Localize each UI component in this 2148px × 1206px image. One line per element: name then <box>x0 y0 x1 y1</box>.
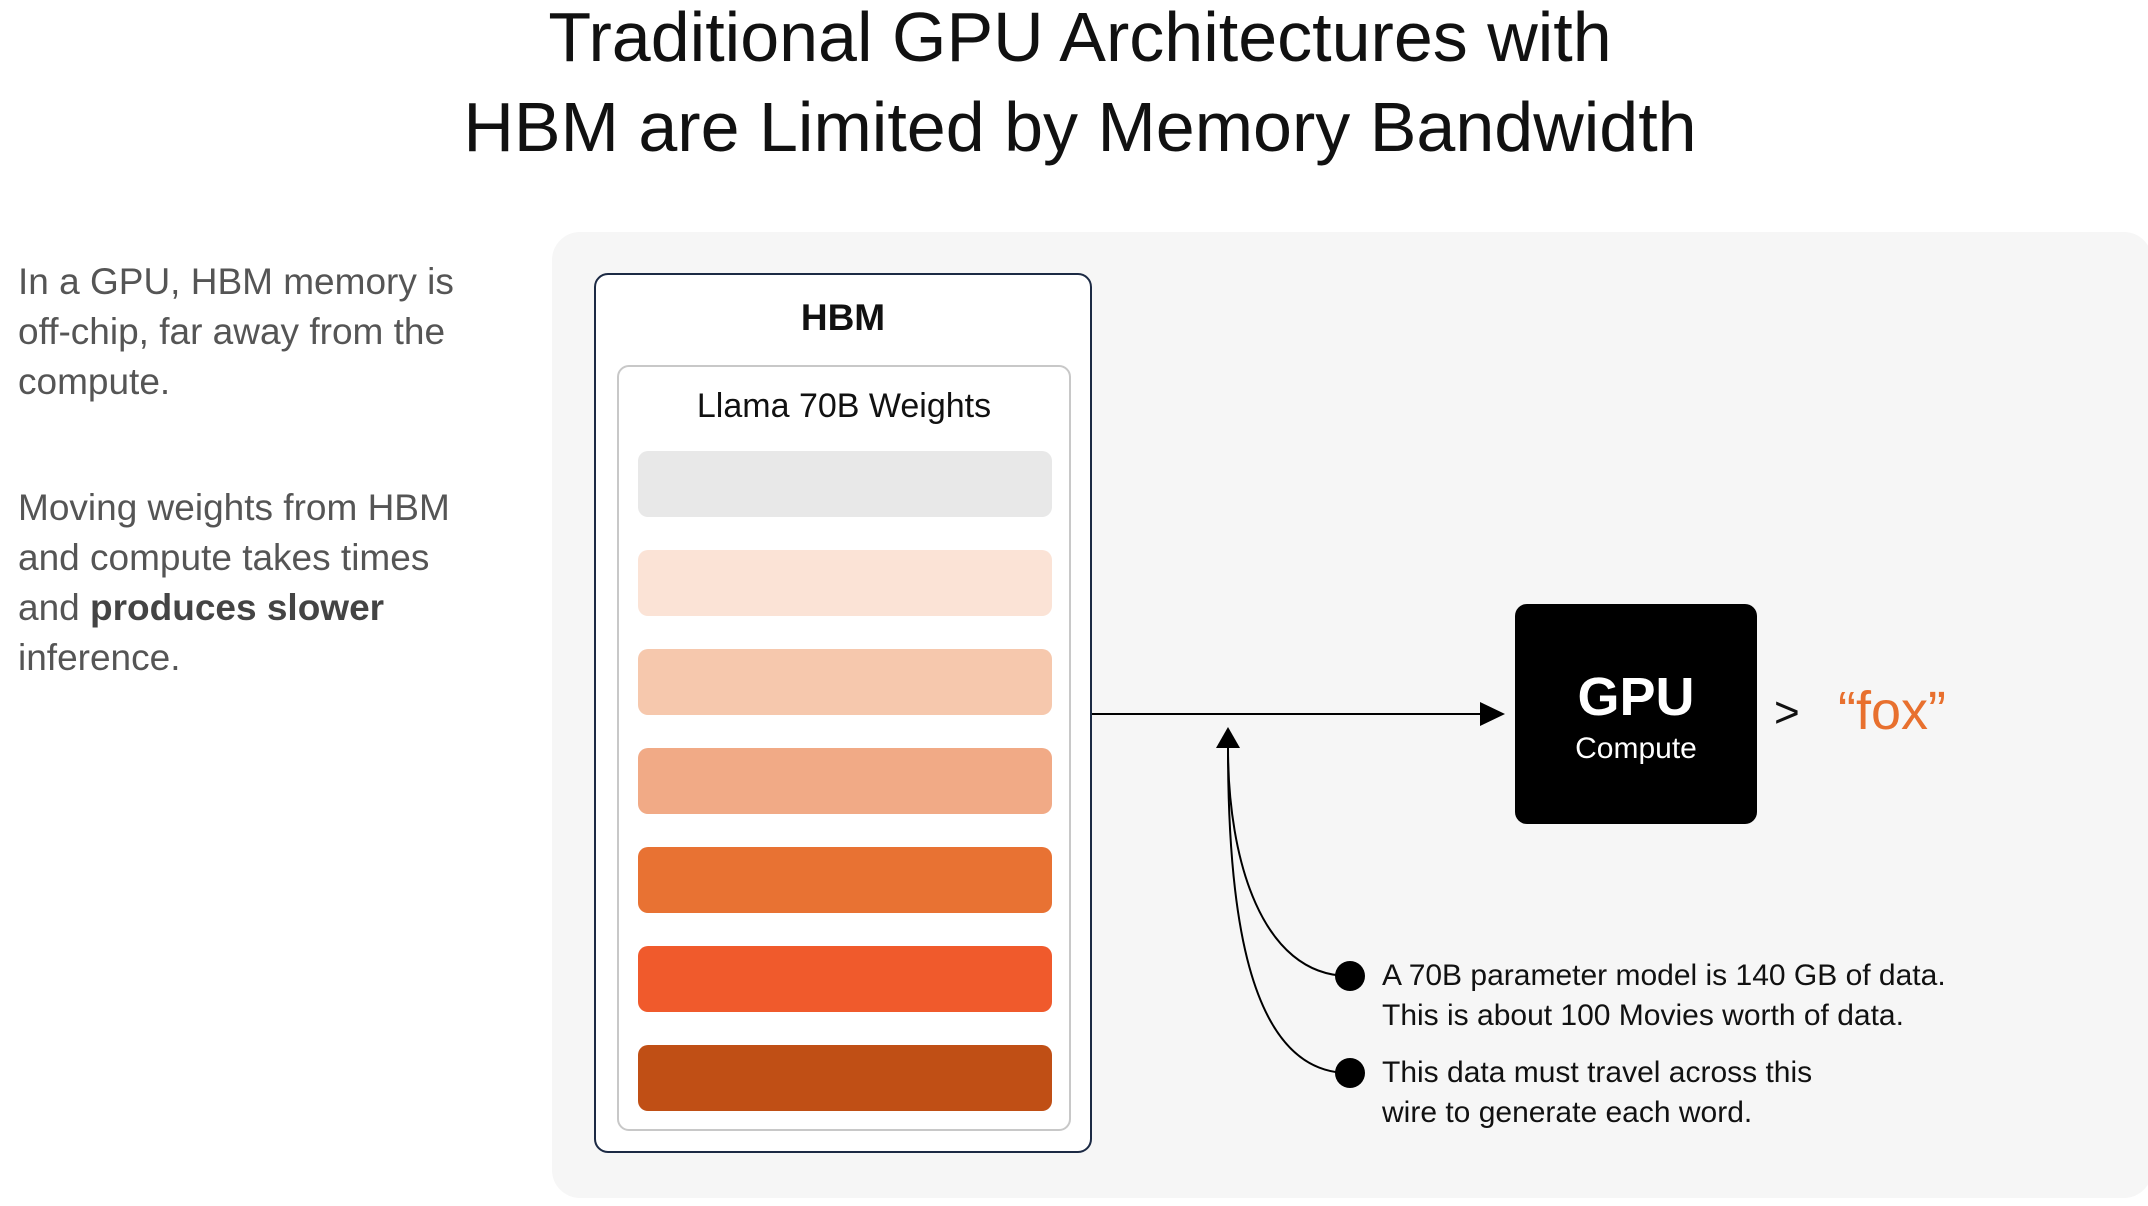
gpu-compute-box: GPU Compute <box>1515 604 1757 824</box>
weight-bar-4 <box>638 748 1052 814</box>
page-title: Traditional GPU Architectures with HBM a… <box>0 0 2148 172</box>
weights-label: Llama 70B Weights <box>696 387 992 425</box>
weight-bar-6 <box>638 946 1052 1012</box>
hbm-memory-box: HBM Llama 70B Weights <box>594 273 1092 1153</box>
wire-arrowhead-icon <box>1480 702 1505 726</box>
title-line-2: HBM are Limited by Memory Bandwidth <box>463 88 1697 166</box>
up-arrowhead-icon <box>1216 727 1240 748</box>
para2-tail-text: inference. <box>18 637 181 678</box>
pointer-curve-1 <box>1227 747 1349 977</box>
gpu-label: GPU <box>1577 667 1695 727</box>
note-wire-travel: This data must travel across this wire t… <box>1382 1053 1812 1133</box>
slower-inference-description: Moving weights from HBM and compute take… <box>18 483 498 683</box>
note-1-line-1: A 70B parameter model is 140 GB of data. <box>1382 959 1946 992</box>
weights-container: Llama 70B Weights <box>617 365 1071 1131</box>
off-chip-description: In a GPU, HBM memory is off-chip, far aw… <box>18 261 454 402</box>
note-1-line-2: This is about 100 Movies worth of data. <box>1382 999 1904 1032</box>
weight-bar-2 <box>638 550 1052 616</box>
pointer-curve-2 <box>1227 747 1349 1074</box>
title-line-1: Traditional GPU Architectures with <box>548 0 1612 76</box>
note-2-line-2: wire to generate each word. <box>1382 1096 1753 1129</box>
para2-text: Moving weights from HBM and compute take… <box>18 487 450 628</box>
weight-bar-7 <box>638 1045 1052 1111</box>
weight-bar-5 <box>638 847 1052 913</box>
compute-label: Compute <box>1575 732 1697 765</box>
output-word: “fox” <box>1838 681 1946 741</box>
weight-bar-3 <box>638 649 1052 715</box>
para2-bold-text: produces slower <box>90 587 385 628</box>
note-data-size: A 70B parameter model is 140 GB of data.… <box>1382 956 1946 1036</box>
output-arrow-icon: > <box>1774 688 1800 737</box>
note-1-dot <box>1335 961 1365 991</box>
note-2-dot <box>1335 1058 1365 1088</box>
weight-bar-1 <box>638 451 1052 517</box>
hbm-label: HBM <box>800 297 886 338</box>
note-2-line-1: This data must travel across this <box>1382 1056 1813 1089</box>
